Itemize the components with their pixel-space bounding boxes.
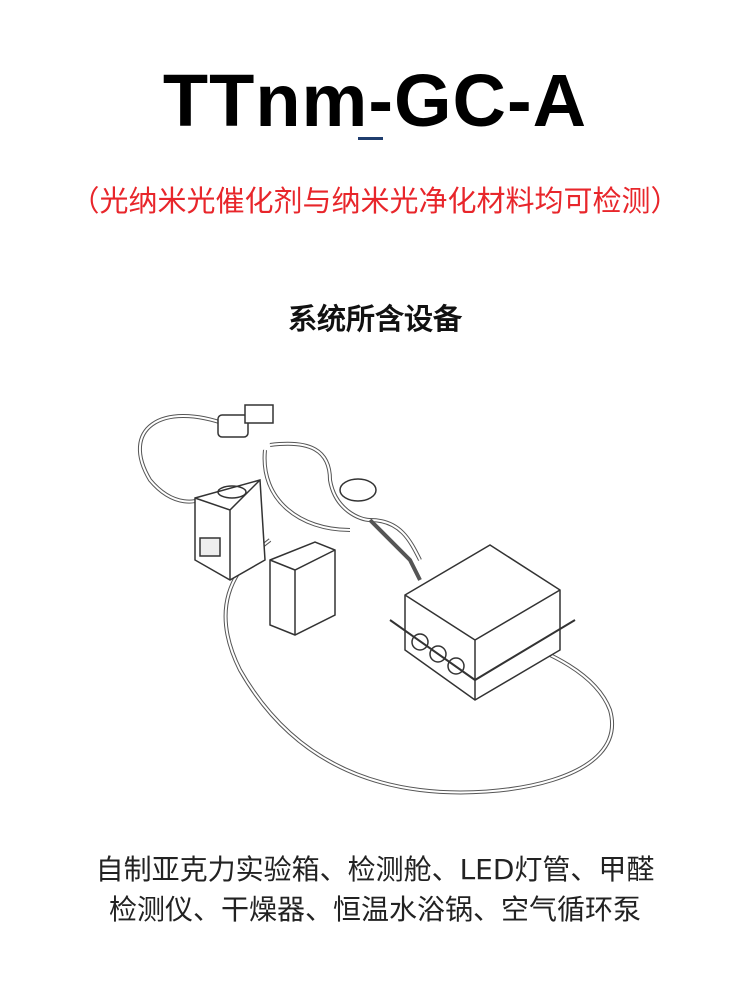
section-title: 系统所含设备: [287, 302, 462, 336]
equipment-illustration: [137, 404, 615, 795]
title-underline: [358, 137, 383, 140]
description-line: 自制亚克力实验箱、检测舱、LED灯管、甲醛: [95, 853, 655, 886]
product-title: TTnm-GC-A: [162, 59, 588, 142]
product-subtitle: （光纳米光催化剂与纳米光净化材料均可检测）: [70, 184, 680, 218]
description-line: 检测仪、干燥器、恒温水浴锅、空气循环泵: [108, 893, 641, 926]
equipment-description: 自制亚克力实验箱、检测舱、LED灯管、甲醛 检测仪、干燥器、恒温水浴锅、空气循环…: [0, 850, 750, 930]
